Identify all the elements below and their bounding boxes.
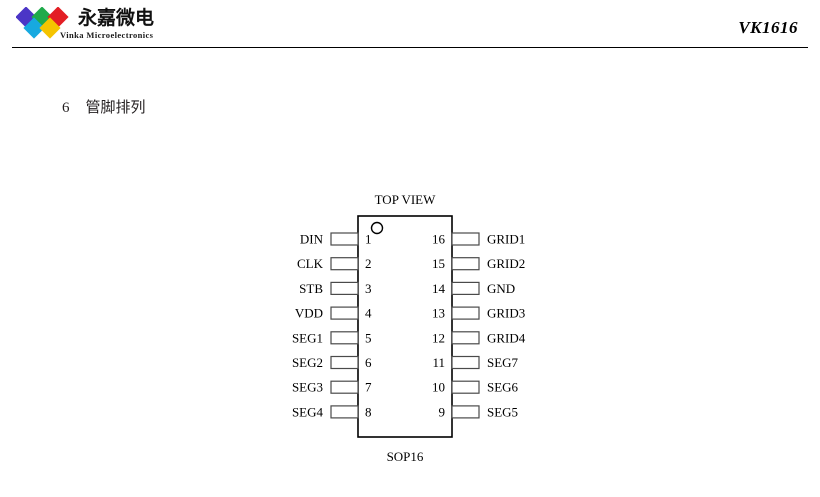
pin-lead [451, 232, 480, 246]
pin-number: 15 [432, 256, 445, 271]
pin-number: 6 [365, 355, 372, 370]
pin-number: 8 [365, 404, 372, 419]
pin-row-right: GND 14 [432, 281, 515, 296]
pin-number: 4 [365, 306, 372, 321]
pin-row-left: DIN 1 [300, 232, 372, 247]
pin-name: CLK [297, 256, 324, 271]
page-title: 6 管脚排列 [62, 96, 146, 117]
brand-name-english: Vinka Microelectronics [60, 30, 154, 40]
pin-number: 13 [432, 306, 445, 321]
pin-number: 1 [365, 232, 372, 247]
brand-name-chinese: 永嘉微电 [78, 7, 155, 29]
pin-name: SEG7 [487, 355, 519, 370]
pin-row-right: GRID4 12 [432, 330, 526, 345]
pin-name: DIN [300, 232, 324, 247]
right-pin-group: GRID116GRID215GND14GRID313GRID412SEG711S… [432, 232, 526, 420]
pin-number: 11 [432, 355, 445, 370]
pin-number: 10 [432, 380, 445, 395]
pin-lead [451, 257, 480, 271]
package-label: SOP16 [387, 449, 424, 464]
pin-lead [330, 281, 359, 296]
pin-number: 14 [432, 281, 446, 296]
pin-row-left: SEG4 8 [292, 404, 372, 419]
pin-lead [451, 331, 480, 345]
pin-name: GND [487, 281, 515, 296]
header-divider [12, 47, 808, 48]
pin-lead [451, 281, 480, 296]
pin-number: 5 [365, 330, 372, 345]
pin-name: GRID1 [487, 232, 525, 247]
pin-row-left: SEG2 6 [292, 355, 372, 370]
page-header: 永嘉微电 Vinka Microelectronics VK1616 [0, 0, 820, 52]
pin-row-left: CLK 2 [297, 256, 372, 271]
pin-row-left: VDD 4 [295, 306, 372, 321]
pin-row-right: SEG7 11 [432, 355, 518, 370]
top-view-label: TOP VIEW [375, 192, 437, 207]
pin-name: SEG4 [292, 404, 324, 419]
pin-lead [330, 306, 359, 320]
pin-number: 9 [439, 404, 446, 419]
pin-row-left: STB 3 [299, 281, 371, 296]
pin-name: SEG1 [292, 330, 323, 345]
pin-lead [451, 306, 480, 320]
pin-lead [330, 257, 359, 271]
pin-row-right: SEG6 10 [432, 380, 519, 395]
pin-row-left: SEG3 7 [292, 380, 372, 395]
pin-name: SEG2 [292, 355, 323, 370]
section-title: 管脚排列 [85, 98, 146, 116]
pin-number: 12 [432, 330, 445, 345]
pin-lead [330, 355, 359, 370]
pin-row-right: GRID3 13 [432, 306, 525, 321]
pin-name: GRID4 [487, 330, 526, 345]
pin-row-left: SEG1 5 [292, 330, 372, 345]
pin-name: SEG5 [487, 404, 518, 419]
logo-diamond-icon [16, 7, 69, 39]
pin-name: SEG6 [487, 380, 519, 395]
part-number-label: VK1616 [738, 18, 798, 37]
pin1-marker-icon [370, 221, 384, 235]
pin-lead [330, 331, 359, 345]
pin-row-right: GRID1 16 [432, 232, 525, 247]
pin-name: VDD [295, 306, 323, 321]
pin-number: 2 [365, 256, 372, 271]
section-number: 6 [62, 100, 70, 116]
pin-number: 7 [365, 380, 372, 395]
pin-lead [330, 405, 359, 419]
brand-logo: 永嘉微电 Vinka Microelectronics [16, 5, 216, 45]
pin-name: SEG3 [292, 380, 323, 395]
pin-row-right: GRID2 15 [432, 256, 525, 271]
pin-lead [451, 380, 480, 394]
pin-name: STB [299, 281, 323, 296]
pin-name: GRID2 [487, 256, 525, 271]
pin-number: 16 [432, 232, 446, 247]
pin-row-right: SEG5 9 [439, 404, 519, 419]
pin-lead [451, 405, 480, 419]
pin-lead [330, 232, 359, 246]
chip-body [357, 215, 453, 438]
pin-number: 3 [365, 281, 372, 296]
pin-lead [451, 355, 480, 370]
pin-lead [330, 380, 359, 394]
pin-name: GRID3 [487, 306, 525, 321]
